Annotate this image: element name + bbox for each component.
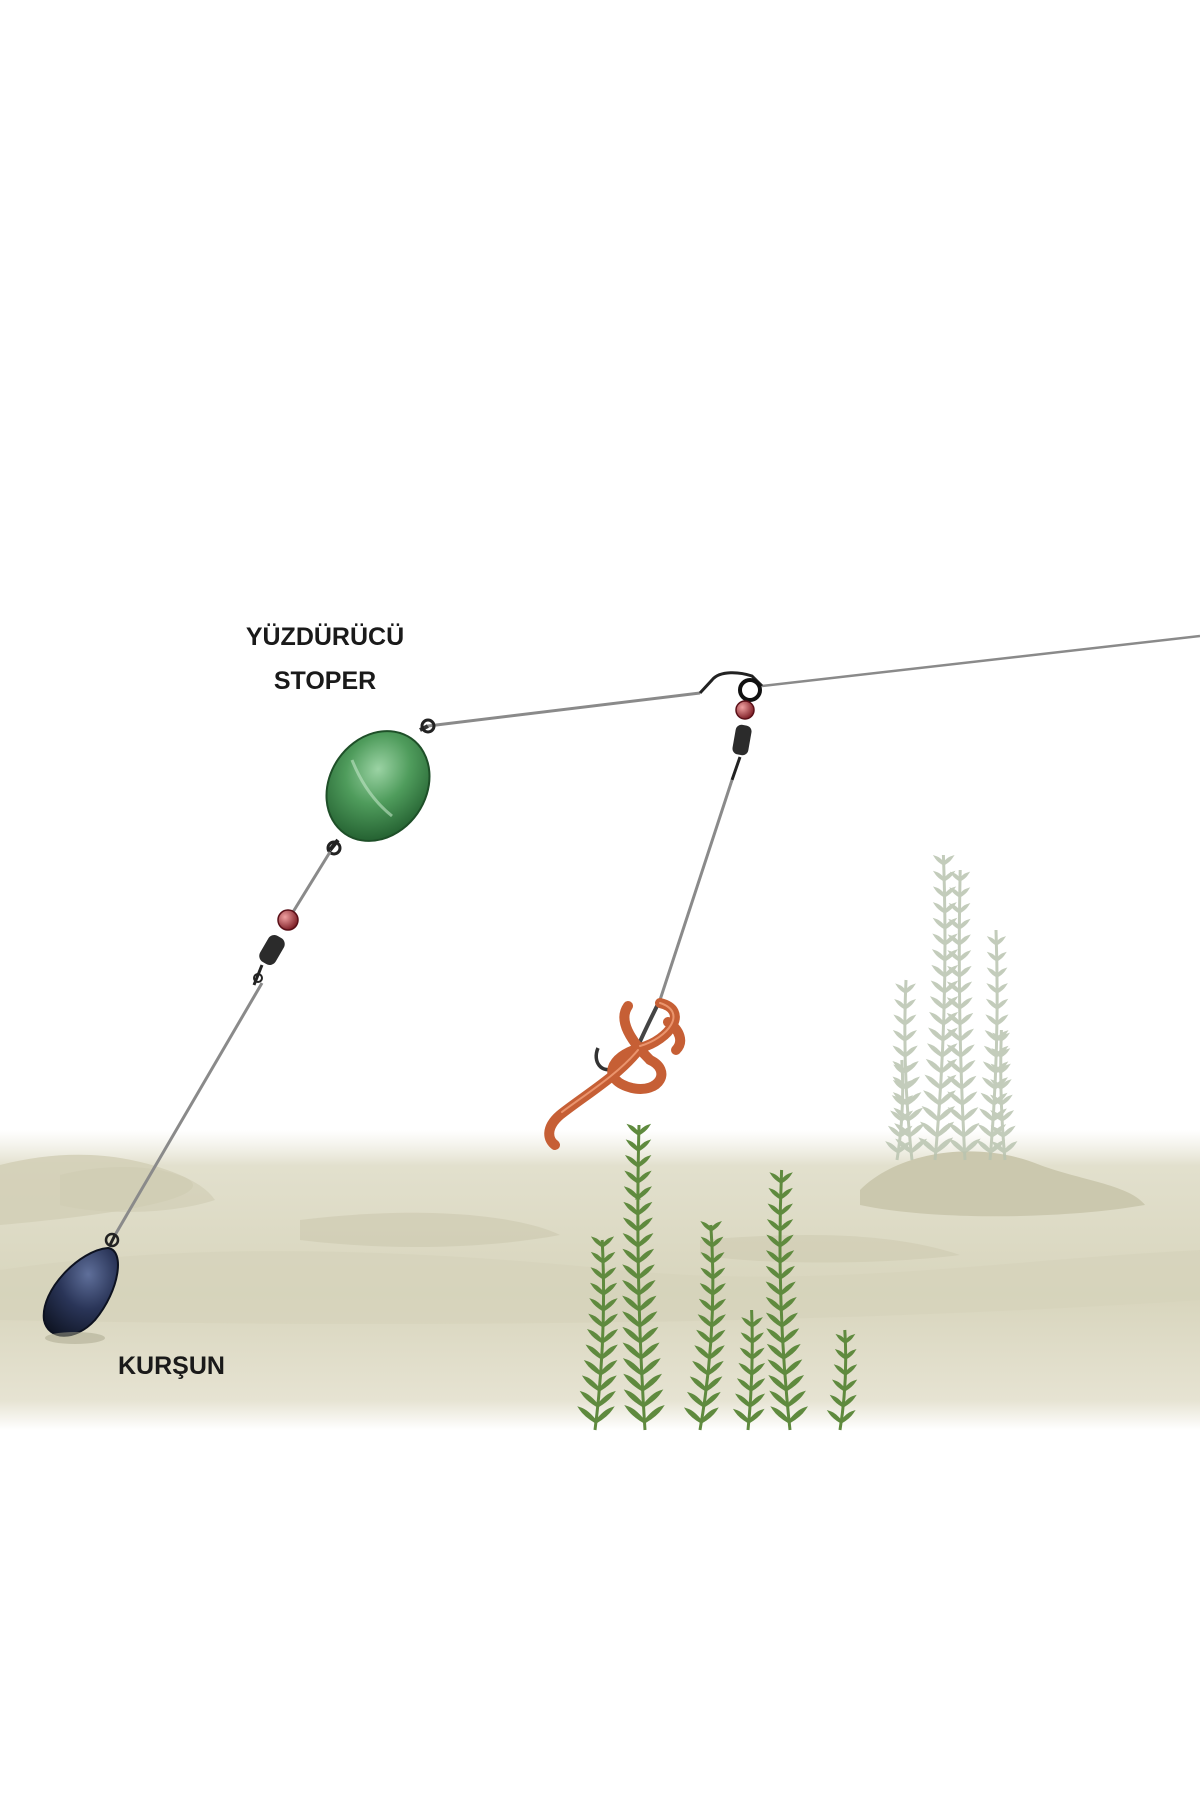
sinker: [42, 1232, 120, 1344]
hook-with-worm: [544, 998, 686, 1150]
foreground-weed: [577, 1123, 858, 1431]
float-stopper: [325, 718, 436, 856]
sinker-line: [113, 851, 332, 1236]
float-label-line2: STOPER: [273, 667, 377, 695]
background-weed: [885, 854, 1018, 1161]
hook-link: [658, 671, 764, 1001]
sinker-label: KURŞUN: [118, 1352, 225, 1380]
swivel: [252, 935, 285, 986]
float-stopper-label: YÜZDÜRÜCÜ STOPER: [205, 615, 445, 703]
bead: [277, 909, 299, 931]
float-label-line1: YÜZDÜRÜCÜ: [245, 623, 405, 651]
main-line: [427, 634, 1200, 728]
